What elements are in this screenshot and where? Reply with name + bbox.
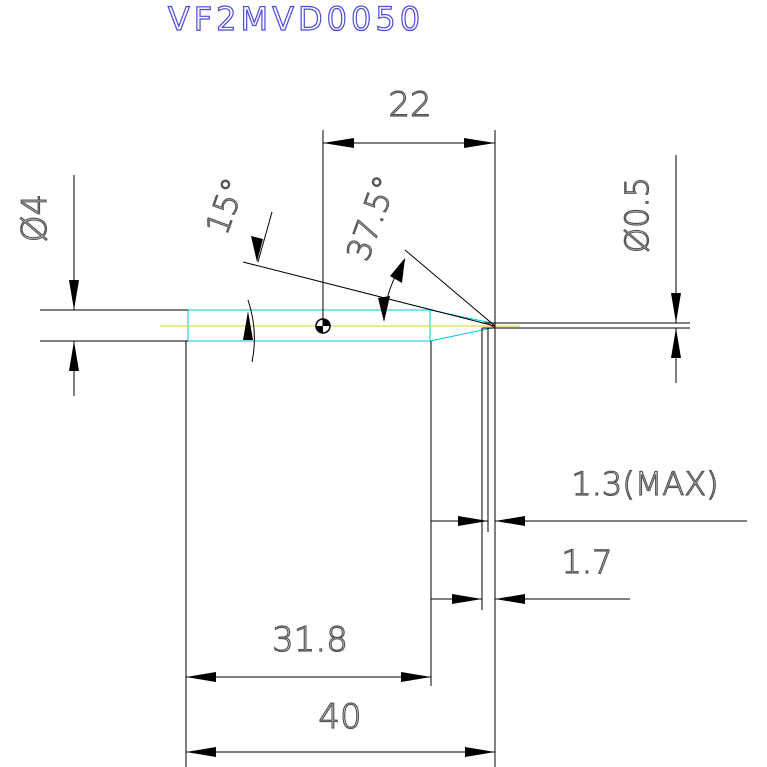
dim-40: 40 [186,696,495,757]
dim-angle-15: 15° [198,172,496,363]
dim-diameter-0-5-label: Ø0.5 [618,177,656,253]
dim-1-3-max-label: 1.3(MAX) [571,465,718,503]
dim-angle-15-label: 15° [198,173,253,239]
dim-1-3-max: 1.3(MAX) [431,464,747,526]
dim-31-8: 31.8 [186,619,431,682]
dim-angle-37-5-label: 37.5° [339,171,405,266]
dim-22: 22 [322,84,496,767]
dim-diameter-4-label: Ø4 [15,194,55,242]
dim-diameter-0-5: Ø0.5 [495,155,690,383]
dim-1-7-label: 1.7 [562,543,613,581]
dim-31-8-label: 31.8 [272,620,348,660]
dim-angle-37-5: 37.5° [338,170,496,327]
extension-lines [185,328,489,767]
dim-diameter-4: Ø4 [14,175,188,396]
dim-22-label: 22 [388,85,431,125]
dim-40-label: 40 [318,697,361,737]
dim-1-7: 1.7 [431,542,630,604]
part-number-title: VF2MVD0050 [168,0,424,38]
